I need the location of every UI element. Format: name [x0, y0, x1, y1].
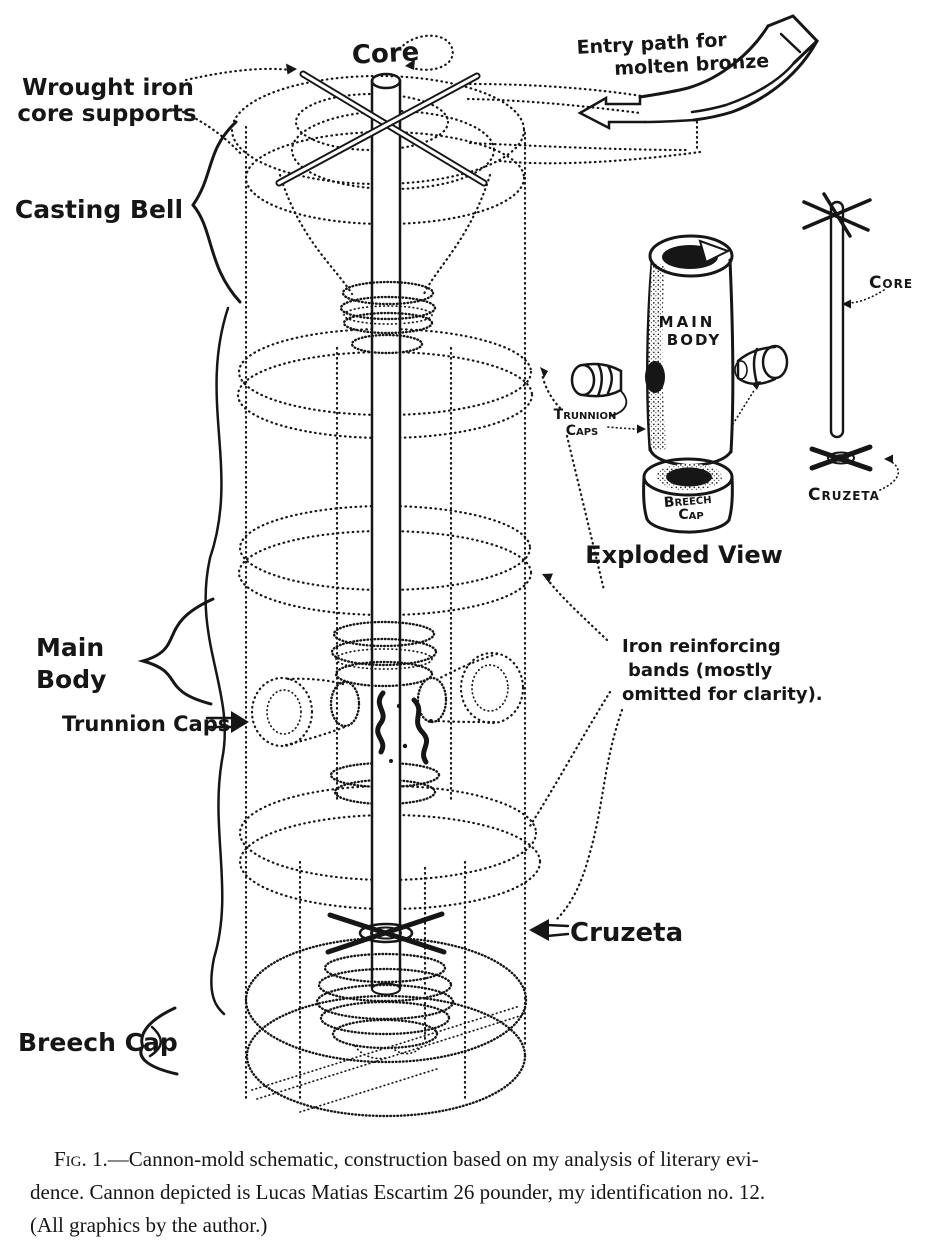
exploded-core-label: Core [869, 273, 913, 293]
exploded-view-title: Exploded View [585, 541, 783, 569]
caption-fig-label: Fig. 1. [54, 1147, 108, 1171]
caption-line-2: dence. Cannon depicted is Lucas Matias E… [30, 1180, 766, 1204]
caption-line-3: (All graphics by the author.) [30, 1213, 268, 1237]
exploded-trunnion-label-line1: Trunnion [554, 407, 617, 423]
figure-caption: Fig. 1.—Cannon-mold schematic, construct… [30, 1143, 910, 1241]
cruzeta-label: Cruzeta [570, 918, 683, 948]
wrought-iron-core-supports [275, 70, 488, 187]
exploded-trunnion-left [570, 362, 628, 417]
wrought-iron-label-line2: core supports [17, 101, 196, 127]
exploded-view: MAIN BODY Trunnion Caps [554, 192, 913, 569]
cannon-body-profile [335, 346, 453, 802]
main-figure-labels: Core Wrought iron core supports Casting … [15, 29, 823, 1057]
breech-cap-label: Breech Cap [18, 1028, 178, 1057]
exploded-trunnion-label-line2: Caps [566, 423, 599, 439]
wrought-iron-label-line1: Wrought iron [22, 75, 194, 101]
cruzeta-main [325, 911, 447, 955]
mold-outer-cylinder [244, 125, 528, 1118]
caption-line1-text: —Cannon-mold schematic, construction bas… [107, 1147, 759, 1171]
exploded-cruzeta-label: Cruzeta [808, 485, 880, 505]
trunnions-and-dolphins [250, 651, 525, 765]
exploded-core-rod: Core [802, 192, 913, 439]
breech-dome-rings [315, 952, 455, 1060]
muzzle-rings [330, 620, 438, 688]
core-rod [370, 72, 402, 996]
main-body-label-line1: Main [36, 633, 104, 662]
caption-line-1: Fig. 1.—Cannon-mold schematic, construct… [30, 1143, 910, 1176]
exploded-trunnion-right [734, 344, 789, 386]
entry-channel [466, 14, 820, 165]
exploded-main-body-label-line1: MAIN [659, 313, 716, 331]
iron-bands-label-line1: Iron reinforcing [622, 636, 781, 657]
exploded-breech-label-line1: Breech [663, 491, 712, 511]
iron-bands-label-line2: bands (mostly [628, 660, 773, 681]
main-body-label-line2: Body [36, 665, 106, 694]
exploded-breech-label-line2: Cap [678, 507, 703, 523]
exploded-breech-cap: Breech Cap [642, 457, 734, 534]
iron-bands-label-line3: omitted for clarity). [622, 684, 823, 705]
braces [137, 120, 242, 1076]
trunnion-caps-label: Trunnion Caps [62, 712, 230, 736]
bell-neck-rings [339, 280, 437, 355]
exploded-cruzeta: Cruzeta [808, 444, 900, 505]
exploded-main-body-label-line2: BODY [667, 331, 721, 349]
leader-lines [181, 34, 624, 941]
core-label: Core [351, 37, 420, 70]
casting-bell-label: Casting Bell [15, 195, 183, 224]
exploded-main-body: MAIN BODY [645, 234, 735, 467]
cannon-mold-diagram: Core Wrought iron core supports Casting … [15, 14, 913, 1118]
